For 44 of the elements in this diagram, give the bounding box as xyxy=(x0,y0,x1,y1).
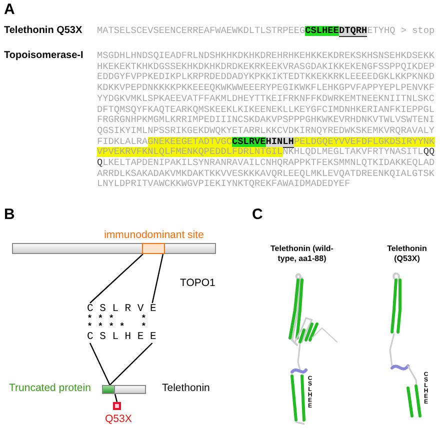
sequence-text: KDKKVPEPDNKKKKPKKEEEQKWKWWEEERYPEGIKWKFLEHKGPVFAPPYEPLPENVKF xyxy=(97,83,435,94)
sequence-text: FRGRGNHPKMGMLKRRIMPEDIIINCSKDAKVPSPPPGHKWKEVRHDNKVTWLVSWTENI xyxy=(97,115,435,126)
highlighted-motif: DTQRH xyxy=(338,26,368,37)
highlighted-motif: CSLHEE xyxy=(305,26,339,36)
alignment-row-text: * * * * xyxy=(87,315,148,323)
panel-letter: C xyxy=(252,206,263,223)
highlighted-region: PELDGQEYVVEFDFLGKDSIRYYNK xyxy=(294,136,435,147)
alignment-row: C S L R V E xyxy=(87,303,156,315)
sequence-text: QQ xyxy=(423,147,435,158)
panel-letter: B xyxy=(4,206,15,223)
protein-label: Telethonin xyxy=(162,382,210,394)
segment-label: Truncated protein xyxy=(9,382,91,394)
sequence-text: YYDGKVMKLSPKAEEVATFFAKMLDHEYTTKEIFRKNFFKDWRKEMTNEEKNIITNLSKC xyxy=(97,94,435,104)
highlighted-motif: CSLRVE xyxy=(232,136,266,147)
connector-line xyxy=(152,254,164,304)
sequence-text: FIDKLALRA xyxy=(97,136,148,147)
highlighted-region: VPVEKRVFKNLQLFMENKQPEDDLFDRLNTGIL xyxy=(97,147,283,158)
site-label: immunodominant site xyxy=(104,229,204,241)
sequence-text: DFTQMSQYFKAQTEARKQMSKEEKLKIKEENEKLLKEYGFCIMDNHKERIANFKIEPPGL xyxy=(97,104,435,114)
sequence-text: LKELTAPDENIPAKILSYNRANRAVAILCNHQRAPPKTFEKSMMNLQTKIDAKKEQLAD xyxy=(102,158,435,168)
sequence-text: QGSIKYIMLNPSSRIKGEKDWQKYETARRLKKCVDKIRNQYREDWKSKEMKVRQRAVALY xyxy=(97,126,435,136)
sequence-title: Telethonin Q53X xyxy=(4,25,82,36)
sequence-text: ETYHQ > stop xyxy=(367,26,435,36)
connector-line xyxy=(109,342,153,386)
connector-line xyxy=(90,254,144,304)
sequence-text: MSGDHLHNDSQIEADFRLNDSHKHKDKHKDREHRHKEHKKEKDREKSKHSNSEHKDSEKK xyxy=(97,51,435,61)
panel-letter: A xyxy=(4,1,15,18)
sequence-text: LNYLDPRITVAWCKKWGVPIEKIYNKTQREKFAWAIDMADEDYEF xyxy=(97,179,350,190)
sequence-text: NKHLQDLMEGLTAKVFRTYNASITL xyxy=(282,147,424,158)
protein-label: TOPO1 xyxy=(180,277,216,289)
sequence-text: EDDGYFVPPKEDIKPLKRPRDEDDADYKPKKIKTEDTKKEKKRKLEEEEDGKLKKPKNKD xyxy=(97,72,435,82)
sequence-text: ARRDLKSAKADAKVMKDAKTKKVVESKKKAVQRLEEQLMKLEVQATDREENKQIALGTSK xyxy=(97,168,435,179)
sequence-text: HKEKEKTKHKDGSSEKHKDKHKDRDKEKRKEEKVRASGDAKIKKEKENGFSSPPQIKDEP xyxy=(97,62,435,72)
mutation-label: Q53X xyxy=(105,413,132,425)
highlighted-motif: HINLH xyxy=(266,136,294,148)
alignment-row-text: * * * * * xyxy=(87,323,148,331)
connector-line xyxy=(89,342,110,386)
alignment-row: C S L H E E xyxy=(87,331,156,343)
structure-title: Telethonin (Q53X) xyxy=(386,244,428,264)
sequence-text: MATSELSCEVSEENCERREAFWAEWKDLTLSTRPEEG xyxy=(97,26,306,36)
connector-line xyxy=(114,394,118,402)
highlighted-region: GNEKEEGETADTVGC xyxy=(148,136,232,147)
structure-title: Telethonin (wild-type, aa1-88) xyxy=(270,244,334,264)
sequence-title: Topoisomerase-I xyxy=(4,50,84,61)
